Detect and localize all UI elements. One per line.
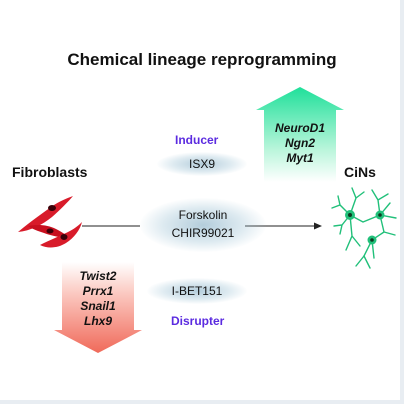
inducer-gene-list: NeuroD1 Ngn2 Myt1 (264, 121, 336, 166)
diagram-title: Chemical lineage reprogramming (67, 50, 337, 69)
fibroblast-cells-icon (18, 196, 82, 248)
gene-myt1: Myt1 (286, 151, 314, 165)
target-label: CiNs (344, 164, 376, 180)
gene-neurod1: NeuroD1 (274, 121, 325, 135)
gene-lhx9: Lhx9 (83, 314, 112, 328)
neuron-cells-icon (331, 187, 397, 269)
ibet151-highlight (147, 278, 247, 304)
compound-i-bet151: I-BET151 (171, 284, 223, 298)
gene-twist2: Twist2 (79, 269, 117, 283)
gene-prrx1: Prrx1 (82, 284, 114, 298)
compound-forskolin: Forskolin (178, 208, 228, 222)
source-label: Fibroblasts (12, 164, 88, 180)
gene-snail1: Snail1 (80, 299, 116, 313)
disrupter-gene-list: Twist2 Prrx1 Snail1 Lhx9 (62, 269, 134, 329)
inducer-label: Inducer (175, 133, 219, 147)
disrupter-label: Disrupter (171, 314, 225, 328)
down-arrow-icon (54, 262, 142, 353)
compound-chir99021: CHIR99021 (171, 226, 235, 240)
isx9-highlight (157, 152, 247, 176)
gene-ngn2: Ngn2 (285, 136, 315, 150)
compound-isx9: ISX9 (188, 157, 215, 171)
up-arrow-icon (256, 87, 344, 182)
center-compounds-highlight (140, 198, 266, 252)
